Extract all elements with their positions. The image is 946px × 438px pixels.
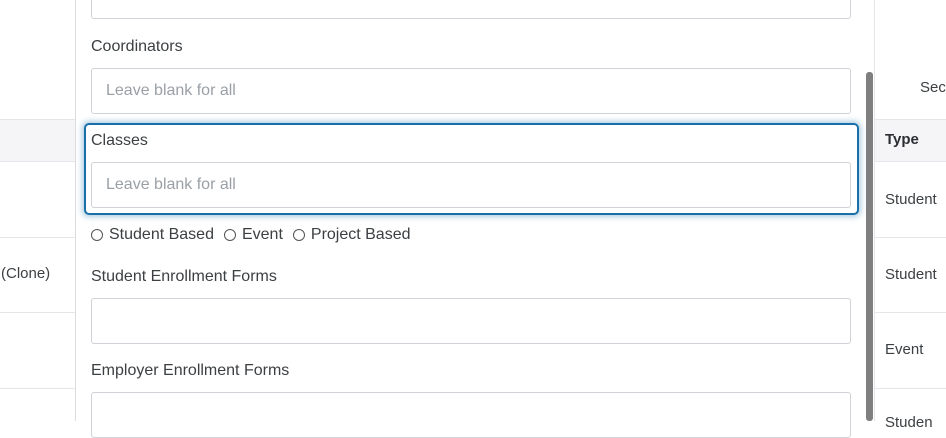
background-table-left: (Clone) bbox=[0, 0, 75, 421]
row-title-fragment: (Clone) bbox=[1, 265, 51, 282]
table-header-band bbox=[875, 119, 946, 162]
section-fragment: Sec bbox=[920, 79, 946, 96]
row-divider bbox=[0, 237, 75, 238]
type-cell: Event bbox=[885, 341, 924, 358]
panel-scrollbar[interactable] bbox=[866, 72, 873, 421]
employer-forms-label: Employer Enrollment Forms bbox=[91, 362, 290, 379]
radio-event[interactable]: Event bbox=[223, 226, 283, 244]
coordinators-input[interactable] bbox=[91, 68, 851, 114]
classes-label: Classes bbox=[91, 132, 148, 149]
top-filter-input[interactable] bbox=[91, 0, 851, 19]
classes-field-focus-ring bbox=[84, 123, 859, 215]
coordinators-label: Coordinators bbox=[91, 38, 183, 55]
type-cell: Studen bbox=[885, 414, 933, 431]
row-divider bbox=[0, 388, 75, 389]
row-divider bbox=[0, 312, 75, 313]
radio-label: Project Based bbox=[310, 226, 411, 243]
row-divider bbox=[875, 237, 946, 238]
radio-label: Event bbox=[241, 226, 283, 243]
background-table-right: Sec Type Student Student Event Studen bbox=[874, 0, 946, 431]
type-cell: Student bbox=[885, 266, 937, 283]
filter-form-panel: Coordinators Classes Student Based Event… bbox=[75, 0, 874, 438]
radio-circle-icon bbox=[91, 229, 103, 241]
table-header-band bbox=[0, 119, 75, 162]
radio-circle-icon bbox=[292, 229, 305, 241]
student-forms-label: Student Enrollment Forms bbox=[91, 268, 277, 285]
type-radio-group: Student Based Event Project Based bbox=[91, 226, 421, 244]
type-column-header: Type bbox=[885, 131, 919, 148]
radio-student-based[interactable]: Student Based bbox=[91, 226, 214, 244]
row-divider bbox=[875, 312, 946, 313]
row-divider bbox=[875, 388, 946, 389]
radio-circle-icon bbox=[223, 229, 236, 241]
type-cell: Student bbox=[885, 191, 937, 208]
radio-project-based[interactable]: Project Based bbox=[292, 226, 411, 244]
employer-forms-input[interactable] bbox=[91, 392, 851, 438]
radio-label: Student Based bbox=[109, 226, 214, 243]
classes-input[interactable] bbox=[91, 162, 851, 208]
student-forms-input[interactable] bbox=[91, 298, 851, 344]
